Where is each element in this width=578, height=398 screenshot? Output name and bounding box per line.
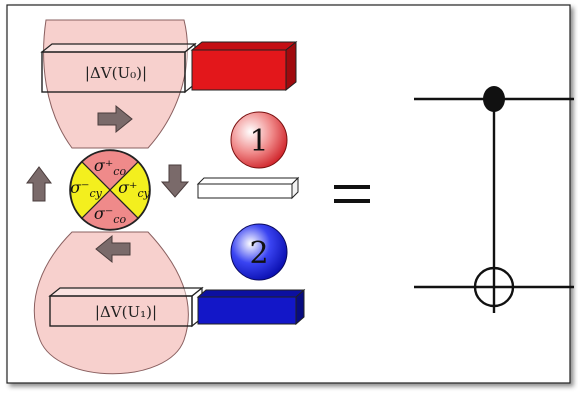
qubit-1-sphere: 1 bbox=[230, 111, 288, 169]
qubit-2-sphere: 2 bbox=[230, 223, 288, 281]
qubit-2-label: 2 bbox=[249, 236, 268, 271]
quadrant-circle: σ⁺co σ⁻co σ⁻cy σ⁺cy bbox=[69, 149, 151, 231]
sigma-co-plus-label: σ⁺co bbox=[94, 156, 127, 178]
arrow-left-icon bbox=[95, 234, 131, 264]
arrow-down-icon bbox=[160, 164, 190, 198]
arrow-right-icon bbox=[97, 104, 133, 134]
equals-sign: = bbox=[0, 0, 370, 203]
target-xor-icon bbox=[473, 266, 515, 308]
cnot-circuit bbox=[414, 86, 574, 313]
control-dot-icon bbox=[483, 86, 505, 112]
lower-lobe bbox=[33, 231, 189, 375]
sigma-co-minus-label: σ⁻co bbox=[94, 204, 127, 226]
blue-block bbox=[196, 288, 306, 326]
delta-v-u0-label: |ΔV(U₀)| bbox=[85, 64, 147, 82]
svg-text:=: = bbox=[0, 0, 1, 1]
delta-v-u1-label: |ΔV(U₁)| bbox=[95, 303, 157, 321]
arrow-up-icon bbox=[26, 166, 52, 202]
sigma-cy-minus-label: σ⁻cy bbox=[70, 178, 103, 200]
qubit-1-label: 1 bbox=[249, 124, 268, 159]
white-bar bbox=[196, 176, 300, 200]
sigma-cy-plus-label: σ⁺cy bbox=[118, 178, 151, 200]
red-block bbox=[190, 40, 298, 92]
